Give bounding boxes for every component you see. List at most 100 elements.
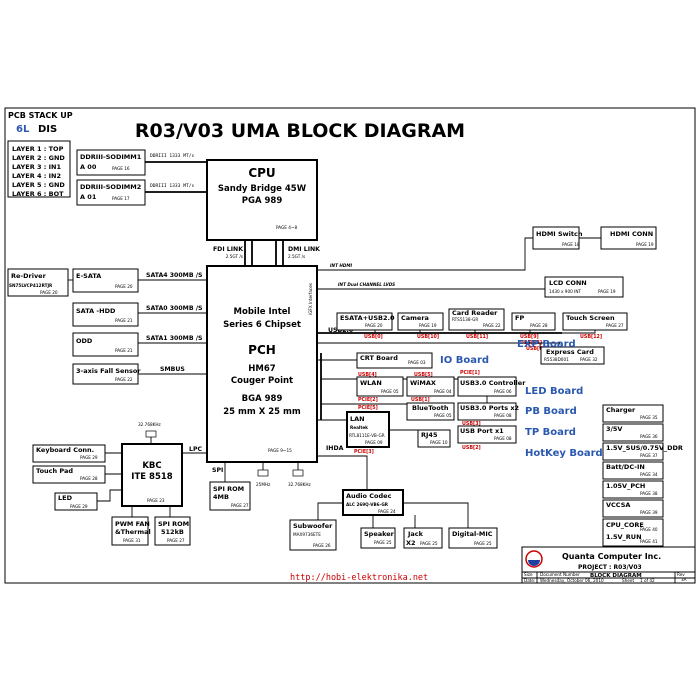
spi-rom-pch-name: SPI ROM — [213, 485, 244, 493]
ihda-label: IHDA — [326, 445, 344, 452]
card-reader-part: RTS5138-GR — [452, 317, 478, 322]
redriver-page: PAGE 20 — [40, 290, 58, 295]
dimm2-page: PAGE 17 — [112, 196, 130, 201]
crt-page: PAGE 03 — [408, 360, 426, 365]
lpc-label: LPC — [189, 446, 202, 453]
lan-page: PAGE 09 — [365, 440, 383, 445]
power-charger-name: Charger — [606, 406, 636, 414]
pch-line4: Couger Point — [231, 376, 293, 386]
pch-name: PCH — [248, 343, 276, 357]
express-card-page: PAGE 32 — [580, 357, 598, 362]
odd-box — [72, 332, 139, 357]
power-column: Charger PAGE 35 3/5V PAGE 36 1.5V_SUS/0.… — [602, 404, 683, 547]
esata-page: PAGE 20 — [115, 284, 133, 289]
power-ddr-name: 1.5V_SUS/0.75V_DDR — [606, 444, 683, 452]
title-rev: 3A — [681, 577, 687, 582]
power-cpucore-name: CPU_CORE — [606, 521, 644, 529]
usb30-ctrl-name: USB3.0 Controller — [460, 379, 526, 387]
ihda-line — [317, 455, 368, 490]
speaker-box — [360, 527, 396, 549]
touchpad-name: Touch Pad — [36, 467, 73, 475]
cpu-block: CPU Sandy Bridge 45W PGA 989 PAGE 4~8 — [206, 159, 318, 241]
sata-hdd-box — [72, 302, 139, 327]
keyboard-name: Keyboard Conn. — [36, 446, 94, 454]
sata-hdd-name: SATA -HDD — [76, 307, 116, 315]
bluetooth-name: BlueTooth — [412, 404, 449, 412]
express-card-box — [540, 346, 605, 365]
usb-tag-8: USB[8] — [526, 346, 545, 352]
crystal-32k-icon — [292, 469, 304, 477]
title-doc: BLOCK DIAGRAM — [590, 573, 642, 579]
pcb-layer-count: 6L — [16, 124, 30, 135]
storage-block: Re-Driver SN75LVCP412RTJR PAGE 20 E-SATA… — [7, 268, 207, 385]
lan-name: LAN — [350, 415, 365, 423]
usb-port-name: USB Port x1 — [460, 427, 504, 435]
spi-rom-kbc-name: SPI ROM — [158, 520, 189, 528]
pcb-layer-6: LAYER 6 : BOT — [12, 190, 64, 198]
touchpad-page: PAGE 28 — [80, 476, 98, 481]
led-name: LED — [58, 494, 73, 502]
dmi-label: DMI LINK — [288, 246, 320, 253]
touch-screen-page: PAGE 27 — [606, 323, 624, 328]
lan-box — [346, 411, 390, 448]
quanta-company: Quanta Computer Inc. — [562, 552, 661, 561]
wimax-box — [406, 376, 455, 397]
redriver-box — [7, 268, 69, 297]
power-105v-box — [602, 480, 664, 499]
display-block: HDMI Switch PAGE 18 HDMI CONN PAGE 19 IN… — [317, 226, 657, 298]
board-hotkey: HotKey Board — [525, 448, 603, 459]
kbc-block: Keyboard Conn. PAGE 29 Touch Pad PAGE 28… — [32, 422, 207, 546]
source-url: http://hobi-elektronika.net — [290, 573, 428, 583]
lcd-conn-detail: 1430 x 900 INT — [549, 289, 581, 294]
dimm2-bus: DDRIII 1333 MT/s — [150, 183, 194, 189]
wlan-page: PAGE 05 — [381, 389, 399, 394]
board-tp: TP Board — [525, 427, 576, 438]
rj45-page: PAGE 10 — [430, 440, 448, 445]
hdmi-switch-name: HDMI Switch — [536, 230, 583, 238]
usb30-ports-page: PAGE 08 — [494, 413, 512, 418]
kbc-box — [121, 443, 183, 507]
sensor-page: PAGE 22 — [115, 377, 133, 382]
mic-box — [448, 527, 498, 549]
kbc-crystal: 32.768KHz — [138, 422, 162, 427]
pch-bottom: SPI SPI ROM 4MB PAGE 27 25MHz 32.768KHz … — [209, 445, 368, 511]
jack-qty: X2 — [406, 539, 416, 547]
speaker-name: Speaker — [364, 530, 395, 538]
usb-tag-9: USB[9] — [520, 334, 539, 340]
touchpad-box — [32, 465, 106, 484]
power-batt-box — [602, 461, 664, 480]
jack-page: PAGE 25 — [420, 541, 438, 546]
title-size-label: Size — [524, 572, 533, 577]
crystal-25mhz-label: 25MHz — [256, 482, 271, 487]
pch-line6: 25 mm X 25 mm — [223, 407, 301, 417]
spi-rom-kbc-box — [154, 516, 191, 546]
express-card-block: Express Card R5538D001 PAGE 32 — [540, 346, 605, 365]
esata-usb-name: ESATA+USB2.0 — [340, 314, 395, 322]
kbc-part: ITE 8518 — [131, 472, 172, 482]
redriver-part: SN75LVCP412RTJR — [9, 283, 53, 288]
pch-line3: HM67 — [248, 364, 275, 374]
subwoofer-name: Subwoofer — [293, 522, 333, 530]
pch-igfx-label: iGFX Interfaces — [308, 283, 313, 315]
title-date-label: Date: — [524, 578, 535, 583]
audio-block: Audio Codec ALC 269Q-VB6-GR PAGE 24 Subw… — [289, 489, 498, 551]
power-batt-page: PAGE 34 — [640, 472, 658, 477]
pcie-tag-5: PCIE[5] — [358, 405, 378, 411]
diagram-title: R03/V03 UMA BLOCK DIAGRAM — [135, 120, 465, 142]
int-lvds-label: INT Dual CHANNEL LVDS — [338, 282, 395, 287]
power-35v-page: PAGE 36 — [640, 434, 658, 439]
power-35v-box — [602, 423, 664, 442]
led-page: PAGE 29 — [70, 504, 88, 509]
usb-tag-0: USB[0] — [364, 334, 383, 340]
esata-box — [72, 268, 139, 293]
dimm2-name: DDRIII-SODIMM2 — [80, 183, 141, 191]
subwoofer-part: MAX9736ETE — [293, 532, 321, 537]
crt-name: CRT Board — [360, 354, 398, 362]
rj45-name: RJ45 — [421, 431, 438, 439]
pcie-tag-2: PCIE[2] — [358, 397, 378, 403]
crystal-25mhz-icon — [257, 469, 269, 477]
dimm1-bus: DDRIII 1333 MT/s — [150, 153, 194, 159]
quanta-logo-icon — [525, 550, 543, 568]
dimm1-box — [76, 149, 146, 176]
